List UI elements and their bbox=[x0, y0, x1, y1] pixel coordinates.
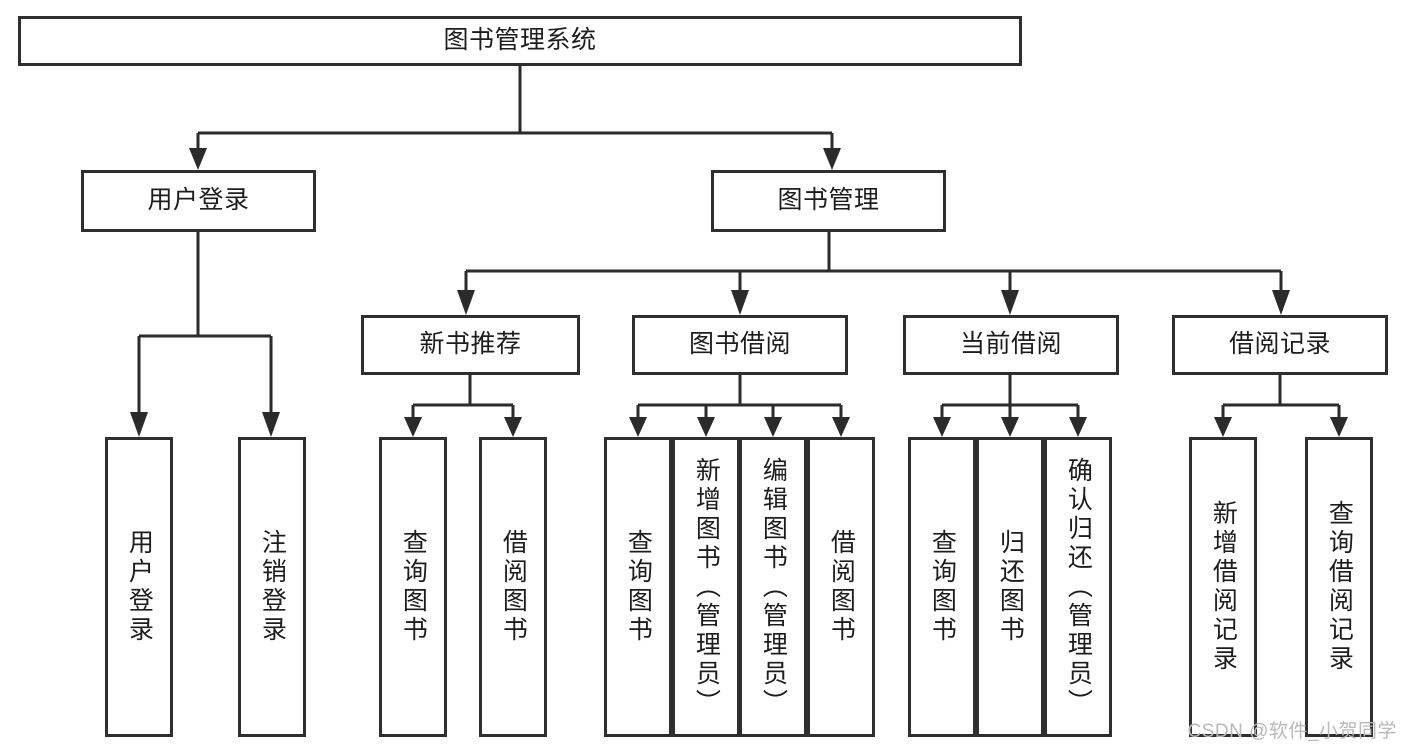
node-leaf-return-book[interactable]: 归还图书 bbox=[976, 437, 1044, 737]
node-borrow-record[interactable]: 借阅记录 bbox=[1172, 315, 1388, 375]
node-leaf-user-logout[interactable]: 注销登录 bbox=[238, 437, 306, 737]
node-leaf-add-book-label: 新增图书（管理员） bbox=[692, 456, 721, 718]
node-root-label: 图书管理系统 bbox=[443, 26, 597, 55]
arrowhead-leaf-user-logout bbox=[262, 412, 280, 437]
node-leaf-add-book[interactable]: 新增图书（管理员） bbox=[672, 437, 740, 737]
node-leaf-query-book-2-label: 查询图书 bbox=[624, 529, 653, 645]
node-borrow-record-label: 借阅记录 bbox=[1228, 330, 1331, 359]
node-leaf-user-logout-label: 注销登录 bbox=[258, 529, 287, 645]
node-leaf-query-record[interactable]: 查询借阅记录 bbox=[1305, 437, 1373, 737]
node-book-borrow-label: 图书借阅 bbox=[688, 330, 791, 359]
arrowhead-current-borrow bbox=[1001, 290, 1019, 315]
node-leaf-confirm-return[interactable]: 确认归还（管理员） bbox=[1044, 437, 1112, 737]
arrowhead-leaf-edit-book bbox=[764, 417, 782, 437]
node-leaf-add-record[interactable]: 新增借阅记录 bbox=[1189, 437, 1257, 737]
node-leaf-edit-book[interactable]: 编辑图书（管理员） bbox=[739, 437, 807, 737]
node-book-borrow[interactable]: 图书借阅 bbox=[632, 315, 848, 375]
node-leaf-edit-book-label: 编辑图书（管理员） bbox=[759, 456, 788, 718]
arrowhead-book-manage bbox=[823, 148, 841, 170]
node-leaf-query-book-3[interactable]: 查询图书 bbox=[908, 437, 976, 737]
arrowhead-leaf-add-book bbox=[697, 417, 715, 437]
arrowhead-leaf-user-login bbox=[130, 412, 148, 437]
arrowhead-book-borrow bbox=[731, 290, 749, 315]
watermark-text: CSDN @软件_小贺同学 bbox=[1187, 721, 1397, 742]
node-new-book-rec[interactable]: 新书推荐 bbox=[361, 315, 580, 375]
node-book-manage-label: 图书管理 bbox=[777, 186, 880, 215]
arrowhead-leaf-query-book-3 bbox=[933, 417, 951, 437]
node-leaf-borrow-book-2[interactable]: 借阅图书 bbox=[807, 437, 875, 737]
node-leaf-borrow-book-2-label: 借阅图书 bbox=[827, 529, 856, 645]
node-book-manage[interactable]: 图书管理 bbox=[711, 170, 946, 232]
node-leaf-confirm-return-label: 确认归还（管理员） bbox=[1064, 456, 1093, 718]
arrowhead-leaf-query-book-2 bbox=[629, 417, 647, 437]
node-user-login[interactable]: 用户登录 bbox=[81, 170, 316, 232]
arrowhead-leaf-confirm-return bbox=[1069, 417, 1087, 437]
node-new-book-rec-label: 新书推荐 bbox=[419, 330, 522, 359]
node-current-borrow[interactable]: 当前借阅 bbox=[903, 315, 1119, 375]
node-leaf-user-login[interactable]: 用户登录 bbox=[105, 437, 173, 737]
arrowhead-leaf-return-book bbox=[1001, 417, 1019, 437]
node-leaf-borrow-book-1[interactable]: 借阅图书 bbox=[479, 437, 547, 737]
node-leaf-user-login-label: 用户登录 bbox=[125, 529, 154, 645]
node-user-login-label: 用户登录 bbox=[147, 186, 250, 215]
node-leaf-query-record-label: 查询借阅记录 bbox=[1325, 500, 1354, 674]
node-leaf-query-book-2[interactable]: 查询图书 bbox=[604, 437, 672, 737]
arrowhead-leaf-query-record bbox=[1330, 417, 1348, 437]
arrowhead-borrow-record bbox=[1272, 290, 1290, 315]
arrowhead-new-book-rec bbox=[457, 290, 475, 315]
node-leaf-return-book-label: 归还图书 bbox=[996, 529, 1025, 645]
arrowhead-leaf-borrow-book-1 bbox=[504, 417, 522, 437]
node-leaf-add-record-label: 新增借阅记录 bbox=[1209, 500, 1238, 674]
arrowhead-leaf-add-record bbox=[1214, 417, 1232, 437]
node-leaf-query-book-1[interactable]: 查询图书 bbox=[379, 437, 447, 737]
arrowhead-leaf-query-book-1 bbox=[404, 417, 422, 437]
node-leaf-borrow-book-1-label: 借阅图书 bbox=[499, 529, 528, 645]
node-leaf-query-book-1-label: 查询图书 bbox=[399, 529, 428, 645]
node-root[interactable]: 图书管理系统 bbox=[18, 16, 1022, 66]
node-leaf-query-book-3-label: 查询图书 bbox=[928, 529, 957, 645]
arrowhead-leaf-borrow-book-2 bbox=[832, 417, 850, 437]
node-current-borrow-label: 当前借阅 bbox=[959, 330, 1062, 359]
arrowhead-user-login bbox=[189, 148, 207, 170]
